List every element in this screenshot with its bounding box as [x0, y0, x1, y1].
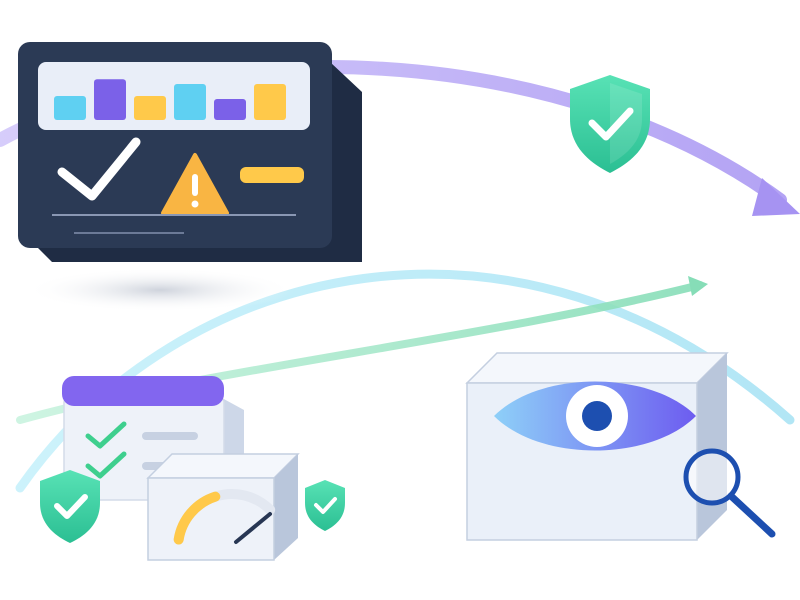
magnifier-icon [683, 448, 776, 538]
dashboard-bar [54, 96, 86, 120]
gauge-box-top [146, 453, 300, 479]
eye-icon [494, 381, 696, 451]
eye-box-side [697, 353, 727, 540]
green-flow-arrowhead [688, 276, 708, 296]
dashboard-bar [254, 84, 286, 120]
checklist-line [142, 432, 198, 440]
eye-box-top [465, 352, 729, 384]
dashboard-bar [94, 79, 126, 120]
checklist-check-icon [85, 421, 127, 449]
dashboard-status-pill [240, 167, 304, 183]
warning-triangle-icon [161, 153, 229, 215]
shield-check-icon [40, 470, 100, 543]
gauge-box-side [274, 454, 298, 560]
checklist-check-icon [85, 451, 127, 479]
purple-flow-arrowhead [752, 178, 800, 216]
shield-check-icon [305, 480, 345, 531]
dashboard-bar [174, 84, 206, 120]
dashboard-bar [134, 96, 166, 120]
dashboard-bar-chart [54, 79, 286, 120]
dashboard-divider-line [52, 214, 296, 216]
dashboard-panel [18, 42, 362, 312]
shield-check-icon [570, 75, 650, 173]
eye-monitor-box [465, 352, 776, 541]
checklist-header-bar [62, 376, 224, 406]
gauge-box-face [147, 477, 275, 561]
gauge-box [146, 453, 300, 561]
dashboard-shadow [25, 268, 295, 312]
dashboard-bar [214, 99, 246, 120]
checkmark-icon [57, 137, 141, 201]
gauge-icon [173, 489, 276, 545]
dashboard-footer-line [74, 232, 184, 234]
